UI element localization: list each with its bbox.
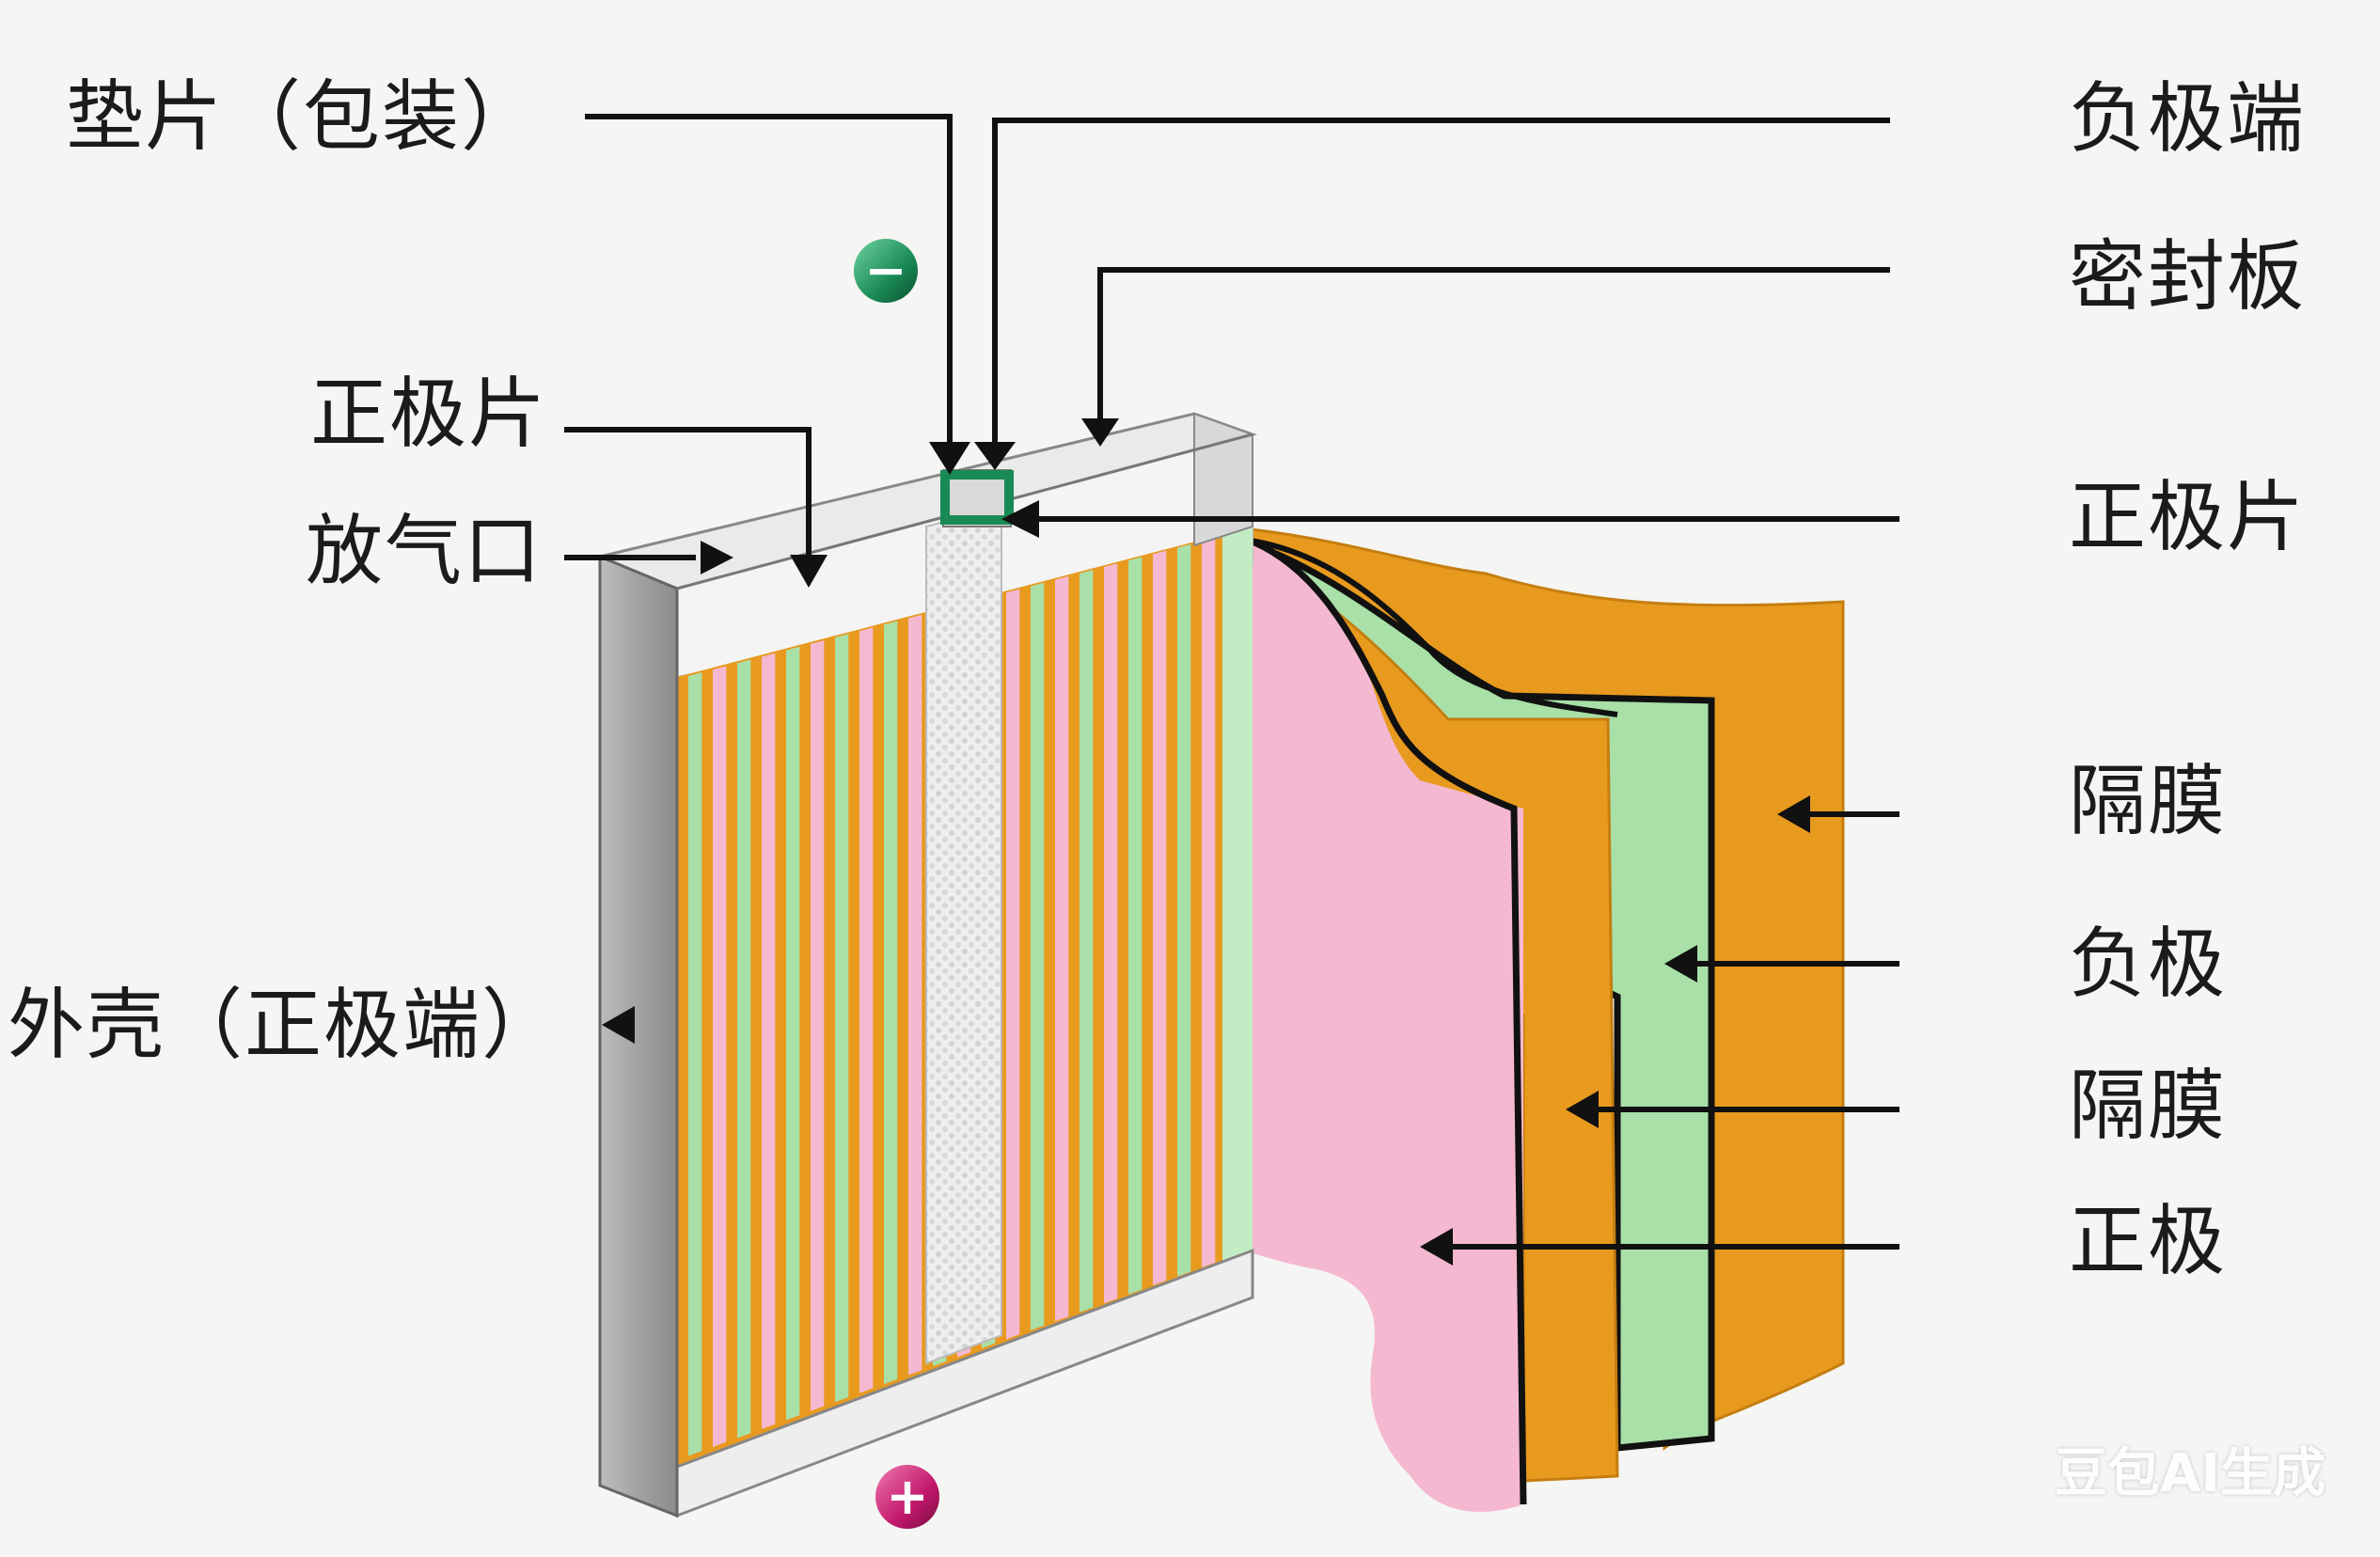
winding-strip: [762, 653, 776, 1429]
svg-text:−: −: [864, 241, 906, 300]
positive-terminal-symbol: +: [875, 1465, 939, 1529]
winding-strip: [859, 627, 874, 1393]
leader-lines: [564, 114, 1899, 1250]
winding-strip: [811, 640, 825, 1411]
winding-strip: [835, 634, 849, 1403]
winding-strip: [713, 666, 727, 1447]
winding-strip: [1080, 570, 1094, 1313]
winding-strip: [1055, 575, 1069, 1322]
label-gasket: 垫片（包装）: [66, 72, 541, 162]
winding-strip: [1153, 550, 1167, 1286]
winding-strip: [1031, 582, 1045, 1330]
label-positive: 正极: [2069, 1197, 2228, 1286]
watermark: 豆包AI生成: [2055, 1443, 2326, 1504]
label-separator-2: 隔膜: [2069, 1062, 2228, 1151]
winding-strip: [1128, 557, 1143, 1295]
winding-strip: [786, 646, 800, 1421]
layer-edge-line: [1241, 534, 1527, 1505]
label-separator-1: 隔膜: [2069, 757, 2228, 846]
label-vent: 放气口: [306, 507, 544, 596]
label-seal-plate: 密封板: [2069, 232, 2307, 322]
svg-text:+: +: [886, 1467, 928, 1526]
winding-strip: [1177, 543, 1191, 1277]
windings: [677, 506, 1253, 1467]
case-side-wall: [598, 554, 679, 1518]
label-case-positive-terminal: 外壳（正极端）: [8, 981, 561, 1070]
label-negative: 负极: [2069, 920, 2228, 1009]
label-positive-tab-right: 正极片: [2069, 473, 2307, 562]
arrowheads: [602, 418, 1810, 1266]
winding-strip: [908, 614, 922, 1376]
label-negative-terminal: 负极端: [2069, 74, 2307, 164]
negative-terminal-symbol: −: [854, 239, 918, 303]
winding-strip: [737, 659, 751, 1439]
winding-strip: [1202, 538, 1216, 1268]
winding-strip: [884, 621, 898, 1385]
winding-strip: [688, 672, 702, 1456]
label-positive-tab-left: 正极片: [310, 370, 548, 459]
terminal-post: [940, 469, 1014, 527]
positive-layer: [1243, 538, 1523, 1513]
winding-strip: [1006, 589, 1020, 1340]
winding-strip: [1104, 563, 1118, 1304]
